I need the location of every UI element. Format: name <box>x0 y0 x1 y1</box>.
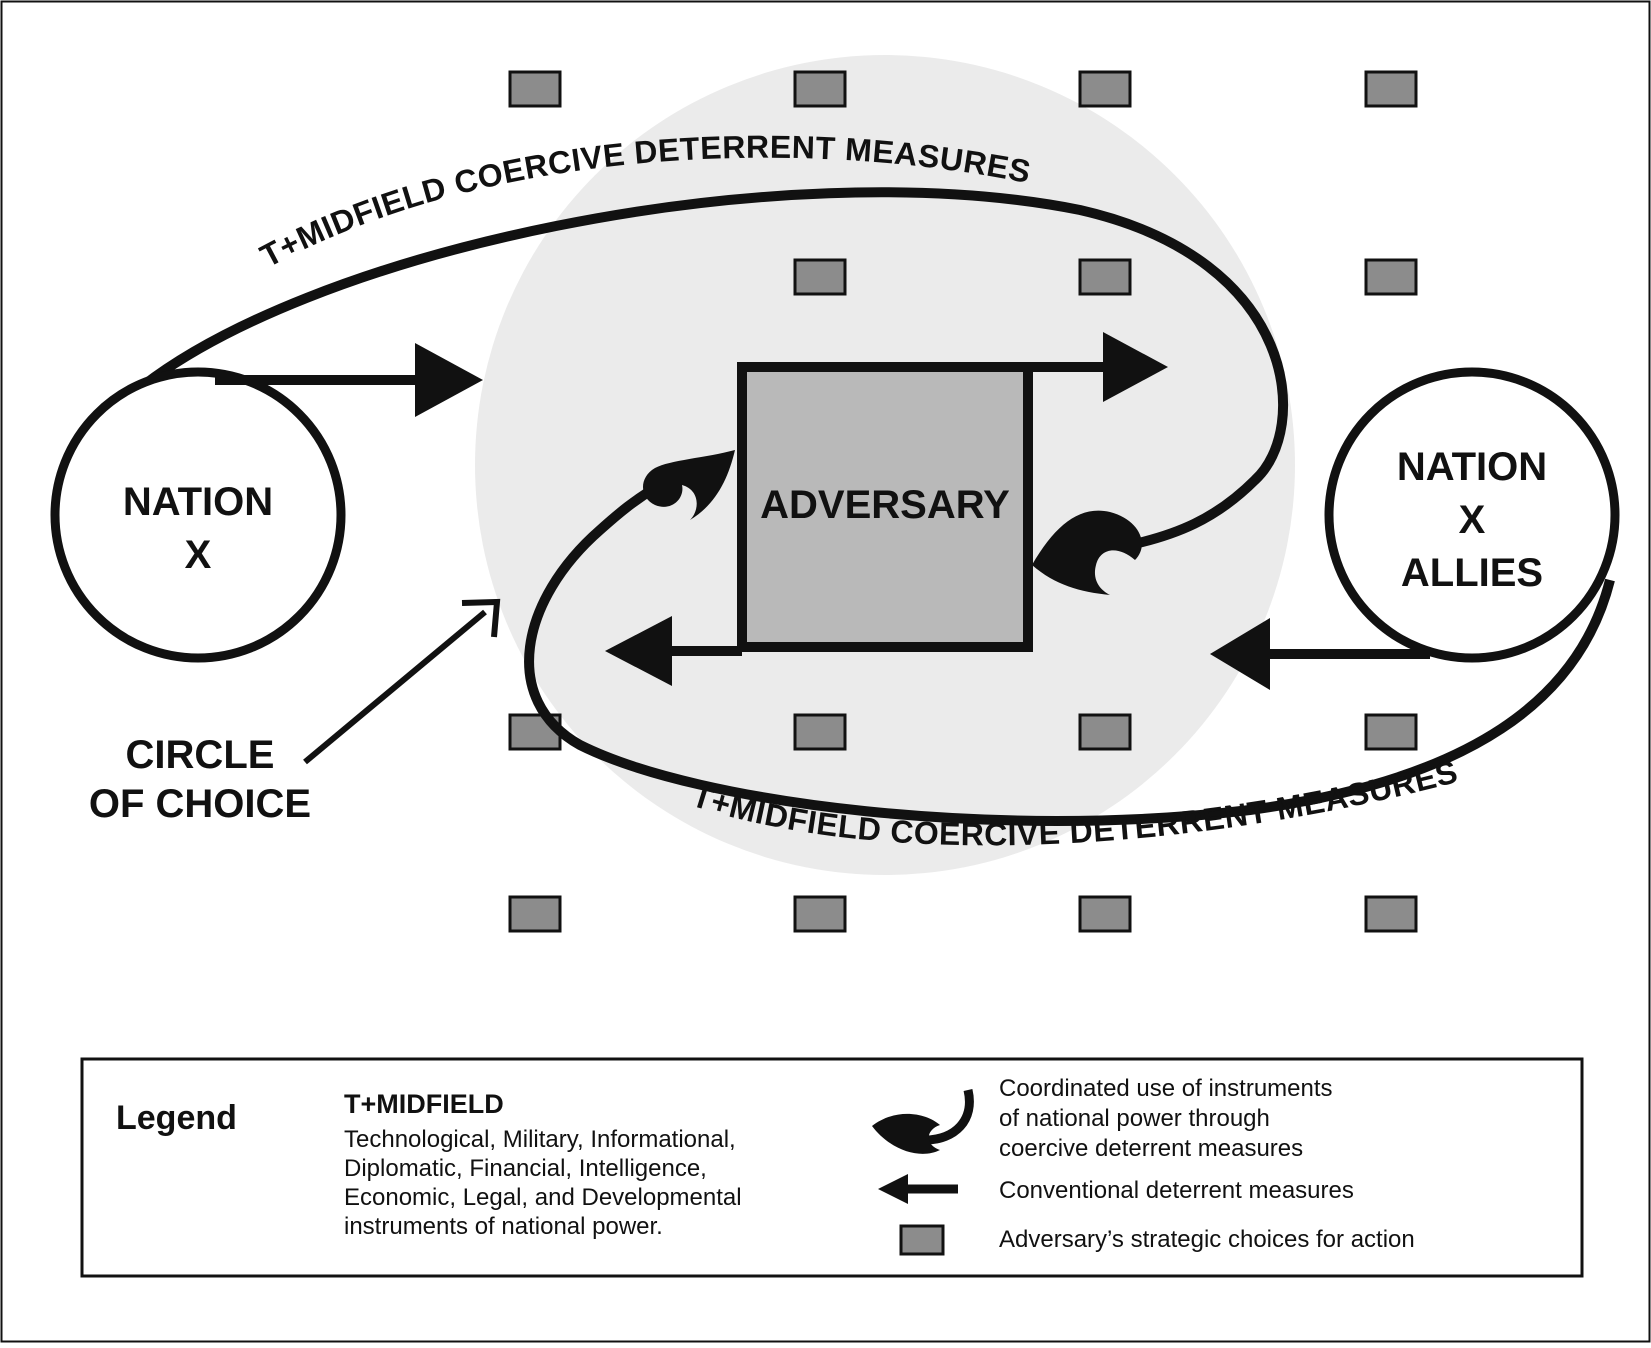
nation-x-line1: NATION <box>123 480 273 524</box>
choice-box <box>508 895 562 933</box>
legend-coordinated-line: Coordinated use of instruments <box>999 1075 1333 1102</box>
coercive-arrowhead-top <box>1032 510 1142 595</box>
adversary-arrowhead-right <box>1103 332 1168 402</box>
legend: Legend T+MIDFIELD Technological, Militar… <box>80 1057 1584 1278</box>
conventional-arrowhead-allies <box>1210 618 1270 690</box>
choice-box <box>1364 713 1418 751</box>
circle-of-choice-line1: CIRCLE <box>126 733 275 777</box>
choice-box <box>793 713 847 751</box>
allies-line1: NATION <box>1397 445 1547 489</box>
choice-box <box>508 70 562 108</box>
choice-box <box>1078 70 1132 108</box>
legend-choices-label: Adversary’s strategic choices for action <box>999 1226 1415 1253</box>
allies-line2: X <box>1459 498 1486 542</box>
legend-tmidfield-heading: T+MIDFIELD <box>344 1089 504 1119</box>
adversary-box <box>737 362 1033 652</box>
legend-tmidfield-line: instruments of national power. <box>344 1213 663 1240</box>
choice-box <box>1078 895 1132 933</box>
adversary-arrowhead-left <box>605 616 672 686</box>
strategic-choice-boxes <box>508 70 1418 933</box>
legend-conventional-arrow-icon <box>878 1174 908 1204</box>
adversary-label: ADVERSARY <box>760 483 1010 527</box>
conventional-arrowhead-nation <box>415 343 483 417</box>
choice-box <box>1364 258 1418 296</box>
legend-coordinated-line: coercive deterrent measures <box>999 1135 1303 1162</box>
choice-box <box>1364 895 1418 933</box>
nation-x-circle <box>50 367 346 663</box>
coercive-arrowhead-bottom <box>642 450 735 520</box>
legend-coordinated-line: of national power through <box>999 1105 1270 1132</box>
legend-title: Legend <box>116 1099 237 1137</box>
circle-of-choice-pointer <box>303 609 487 765</box>
nation-x-allies-circle <box>1324 367 1620 663</box>
choice-box <box>793 70 847 108</box>
choice-box <box>793 258 847 296</box>
circle-of-choice-line2: OF CHOICE <box>89 782 311 826</box>
legend-choice-box-icon <box>899 1224 945 1256</box>
choice-box <box>1078 713 1132 751</box>
choice-box <box>1078 258 1132 296</box>
legend-tmidfield-line: Economic, Legal, and Developmental <box>344 1184 742 1211</box>
legend-frame <box>80 1057 1584 1278</box>
allies-line3: ALLIES <box>1401 551 1543 595</box>
nation-x-line2: X <box>185 533 212 577</box>
bottom-coercive-arc <box>524 483 1615 826</box>
choice-box <box>793 895 847 933</box>
circle-of-choice-pointer-head <box>461 598 501 638</box>
legend-conventional-label: Conventional deterrent measures <box>999 1177 1354 1204</box>
legend-coercive-arrowhead-icon <box>872 1113 940 1154</box>
legend-tmidfield-line: Technological, Military, Informational, <box>344 1126 736 1153</box>
legend-coercive-stroke <box>924 1088 974 1145</box>
choice-box <box>1364 70 1418 108</box>
legend-tmidfield-line: Diplomatic, Financial, Intelligence, <box>344 1155 707 1182</box>
top-coercive-arc <box>124 187 1289 550</box>
